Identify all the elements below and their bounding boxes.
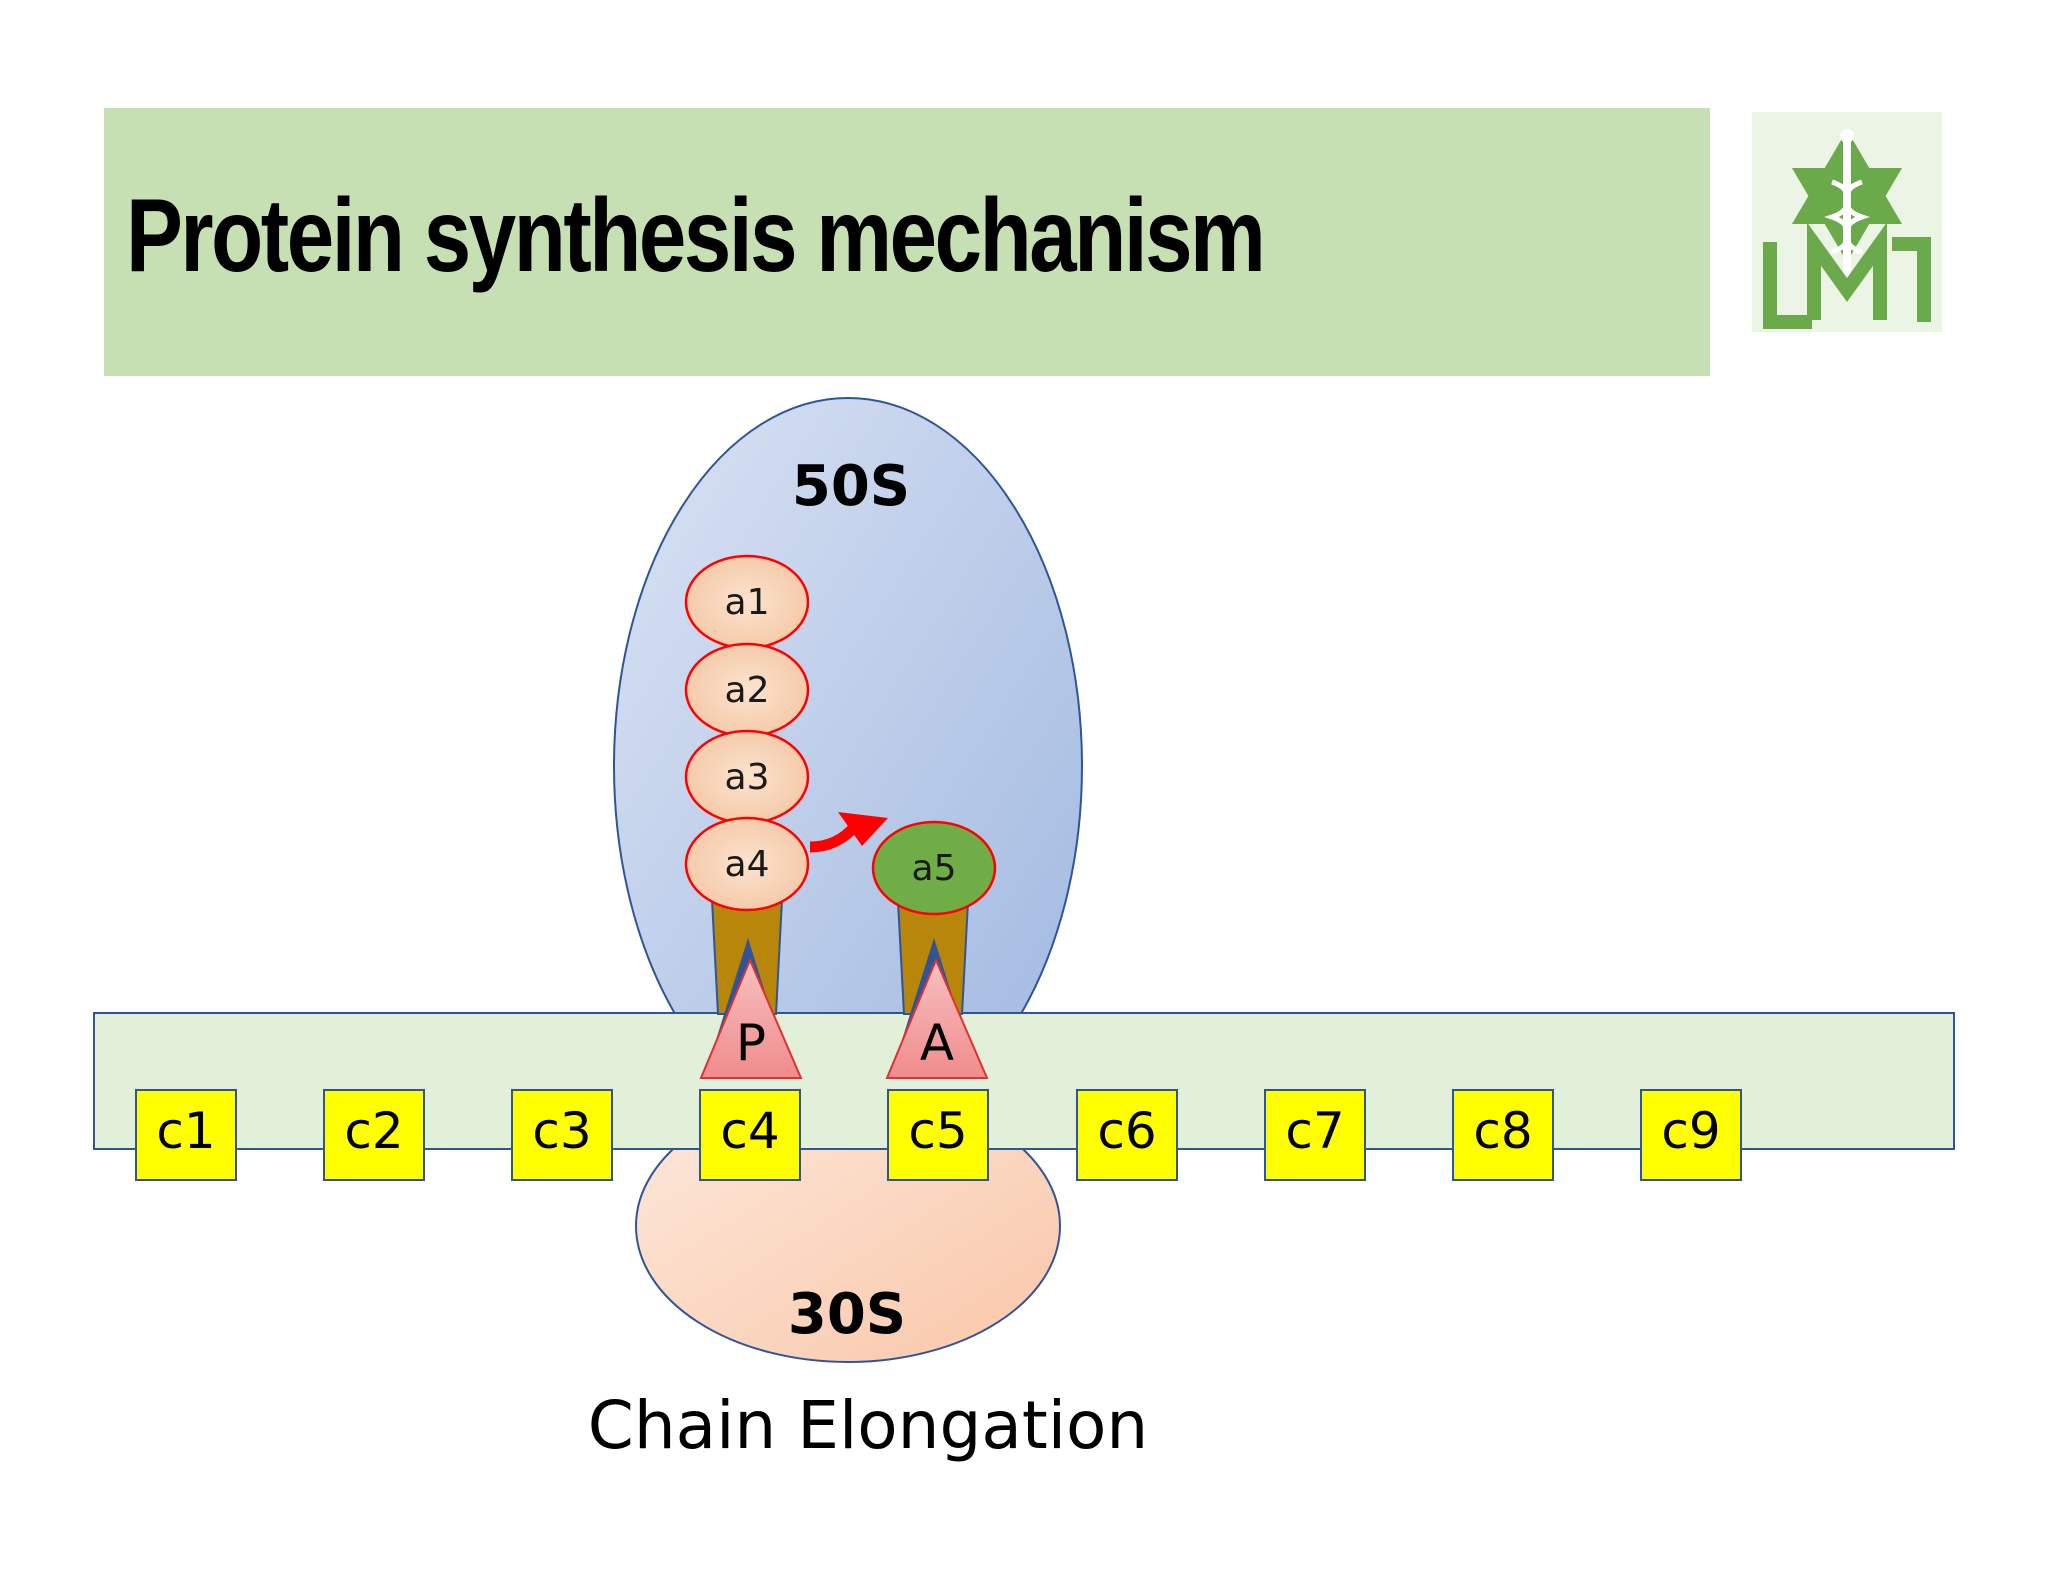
amino-acid-a4 (684, 816, 810, 912)
diagram-caption: Chain Elongation (588, 1387, 1149, 1464)
codon-c3-label: c3 (532, 1102, 591, 1160)
star-of-life-icon (1792, 129, 1902, 298)
codon-c4-label: c4 (720, 1102, 779, 1160)
amino-acid-a1-label: a1 (725, 582, 770, 623)
peptide-transfer-arrow-icon (809, 812, 888, 853)
codon-row: c1 c2 c3 c4 c5 c6 c7 c8 c9 (135, 1089, 1742, 1181)
amino-acid-a5 (871, 820, 997, 916)
p-site-triangle (699, 957, 803, 1079)
title-banner: Protein synthesis mechanism (104, 108, 1710, 376)
codon-c7 (1264, 1089, 1366, 1181)
institution-logo (1752, 112, 1942, 332)
codon-c5-label: c5 (908, 1102, 967, 1160)
codon-c2 (323, 1089, 425, 1181)
p-site-label: P (736, 1014, 766, 1072)
codon-c1-label: c1 (156, 1102, 215, 1160)
page-title: Protein synthesis mechanism (126, 178, 1266, 294)
amino-acid-a4-label: a4 (725, 844, 770, 885)
codon-c3 (511, 1089, 613, 1181)
codon-c1 (135, 1089, 237, 1181)
codon-c8 (1452, 1089, 1554, 1181)
a-site-label: A (920, 1014, 954, 1072)
codon-c8-label: c8 (1473, 1102, 1532, 1160)
large-subunit-label: 50S (792, 454, 910, 519)
codon-c4 (699, 1089, 801, 1181)
a-site-triangle (885, 957, 989, 1079)
codon-c2-label: c2 (344, 1102, 403, 1160)
logo-letters (1763, 222, 1931, 329)
amino-acid-a5-label: a5 (912, 848, 957, 889)
codon-c6 (1076, 1089, 1178, 1181)
codon-c7-label: c7 (1285, 1102, 1344, 1160)
amino-acid-a2-label: a2 (725, 670, 770, 711)
codon-c6-label: c6 (1097, 1102, 1156, 1160)
codon-c9 (1640, 1089, 1742, 1181)
small-subunit-label: 30S (788, 1282, 906, 1347)
codon-c9-label: c9 (1661, 1102, 1720, 1160)
amino-acid-a3-label: a3 (725, 757, 770, 798)
codon-c5 (887, 1089, 989, 1181)
